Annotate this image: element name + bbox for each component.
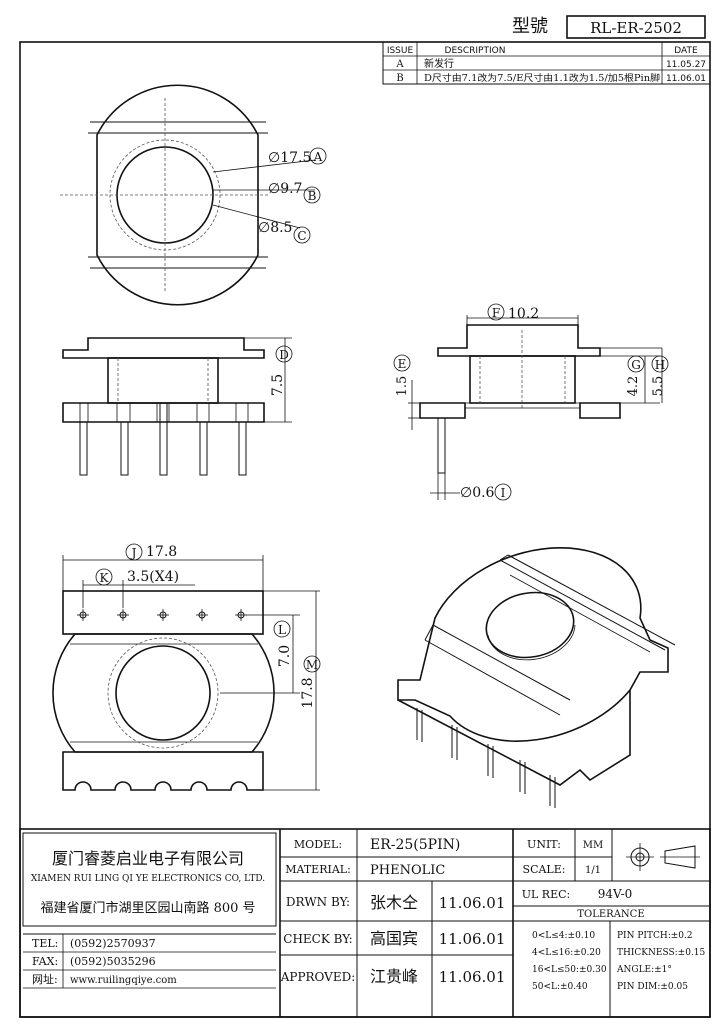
approved-name: 江贵峰 <box>370 967 418 986</box>
label-d: D <box>279 348 289 362</box>
approved-date: 11.06.01 <box>439 968 506 986</box>
label-g-bubble <box>627 355 645 373</box>
label-k: K <box>100 571 110 585</box>
tolerance-1: 0<L≤4:±0.10 <box>532 931 595 941</box>
rev-header-issue: ISSUE <box>387 46 414 56</box>
label-j: J <box>130 546 137 560</box>
scale-value: 1/1 <box>585 865 601 876</box>
rev-row-b-description: D尺寸由7.1改为7.5/E尺寸由1.1改为1.5/加5根Pin脚 <box>424 72 660 84</box>
header-model-box <box>566 15 706 39</box>
dim-c-value: ∅8.5 <box>258 220 292 236</box>
company-name-cn: 厦门睿菱启业电子有限公司 <box>52 849 244 868</box>
web-label: 网址: <box>32 972 58 986</box>
label-h: H <box>655 358 665 372</box>
label-l: L <box>278 623 286 637</box>
check-date: 11.06.01 <box>439 930 506 948</box>
front-view: 7.5 D <box>62 337 293 476</box>
label-l-bubble <box>273 620 291 638</box>
company-name-en: XIAMEN RUI LING QI YE ELECTRONICS CO, LT… <box>31 874 265 884</box>
isometric-view <box>397 547 676 808</box>
rev-row-a-date: 11.05.27 <box>666 60 706 70</box>
revision-table: ISSUE DESCRIPTION DATE A 新发行 11.05.27 B … <box>382 41 711 85</box>
rev-header-date: DATE <box>674 46 698 56</box>
tolerance-3: 16<L≤50:±0.30 <box>532 965 607 975</box>
dim-i-value: ∅0.6 <box>460 485 495 501</box>
fax-value: (0592)5035296 <box>70 955 156 968</box>
rev-row-a-description: 新发行 <box>424 57 454 70</box>
tolerance-2: 4<L≤16:±0.20 <box>532 948 601 958</box>
label-m-bubble <box>303 655 321 673</box>
label-h-bubble <box>651 355 669 373</box>
pin-holes <box>77 609 247 621</box>
label-b: B <box>308 189 317 203</box>
dim-h-value: 5.5 <box>651 376 666 397</box>
model-value: ER-25(5PIN) <box>370 837 460 853</box>
side-view: F 10.2 E 1.5 G 4.2 H 5.5 ∅0.6 I <box>393 303 669 501</box>
dim-d-value: 7.5 <box>270 374 286 396</box>
unit-label: UNIT: <box>527 838 561 851</box>
label-i: I <box>501 486 506 500</box>
dim-j-value: 17.8 <box>146 544 177 560</box>
header-model-label: 型號 <box>512 16 548 37</box>
drawn-date: 11.06.01 <box>439 894 506 912</box>
tel-label: TEL: <box>32 937 58 950</box>
header-model-value: RL-ER-2502 <box>590 19 682 37</box>
label-d-bubble <box>275 345 293 363</box>
dim-g-value: 4.2 <box>626 376 641 397</box>
ulrec-value: 94V-0 <box>598 887 633 901</box>
label-f: F <box>492 306 500 320</box>
dim-k-value: 3.5(X4) <box>127 569 179 585</box>
fax-label: FAX: <box>32 955 58 968</box>
dim-l-value: 7.0 <box>277 645 293 667</box>
label-e: E <box>398 357 407 371</box>
dim-b-value: ∅9.7 <box>268 181 302 197</box>
tel-value: (0592)2570937 <box>70 937 156 950</box>
angle: ANGLE:±1° <box>616 965 672 975</box>
label-j-bubble <box>125 543 143 561</box>
drawn-name: 张木仝 <box>370 893 418 912</box>
label-c-bubble <box>293 226 311 244</box>
label-i-bubble <box>494 483 512 501</box>
material-value: PHENOLIC <box>370 863 445 878</box>
check-label: CHECK BY: <box>283 932 352 946</box>
rev-header-description: DESCRIPTION <box>445 46 506 56</box>
ulrec-label: UL REC: <box>522 888 571 901</box>
label-c: C <box>297 229 306 243</box>
dim-a-value: ∅17.5 <box>268 150 311 166</box>
label-e-bubble <box>393 354 411 372</box>
rev-row-b-issue: B <box>396 73 403 84</box>
rev-row-b-date: 11.06.01 <box>666 74 706 84</box>
tolerance-label: TOLERANCE <box>577 909 644 920</box>
scale-label: SCALE: <box>523 863 566 876</box>
dim-e-value: 1.5 <box>395 376 410 397</box>
material-label: MATERIAL: <box>285 863 351 876</box>
company-address: 福建省厦门市湖里区园山南路 800 号 <box>40 900 255 916</box>
thickness: THICKNESS:±0.15 <box>617 948 706 958</box>
projection-symbol-icon <box>626 843 700 871</box>
title-block: 厦门睿菱启业电子有限公司 XIAMEN RUI LING QI YE ELECT… <box>19 828 711 1018</box>
web-value: www.ruilingqiye.com <box>70 975 177 986</box>
label-m: M <box>306 658 318 672</box>
top-view: ∅17.5 A ∅9.7 B ∅8.5 C <box>60 84 327 306</box>
sheet-border <box>19 41 711 1018</box>
rev-row-a-issue: A <box>395 59 404 70</box>
unit-value: MM <box>583 840 603 851</box>
pin-dim: PIN DIM:±0.05 <box>617 982 688 992</box>
model-label: MODEL: <box>294 838 342 851</box>
pin-pitch: PIN PITCH:±0.2 <box>617 931 693 941</box>
check-name: 高国宾 <box>370 929 418 948</box>
label-b-bubble <box>303 186 321 204</box>
dim-m-value: 17.8 <box>300 677 316 708</box>
approved-label: APPROVED: <box>280 970 356 984</box>
label-g: G <box>631 358 641 372</box>
label-k-bubble <box>95 568 113 586</box>
label-a-bubble <box>309 147 327 165</box>
label-f-bubble <box>487 303 505 321</box>
bottom-view: J 17.8 K 3.5(X4) L 7.0 M 17.8 <box>52 543 321 791</box>
dim-f-value: 10.2 <box>508 306 539 322</box>
label-a: A <box>313 150 323 164</box>
drawn-label: DRWN BY: <box>286 895 350 909</box>
tolerance-4: 50<L:±0.40 <box>532 982 588 992</box>
